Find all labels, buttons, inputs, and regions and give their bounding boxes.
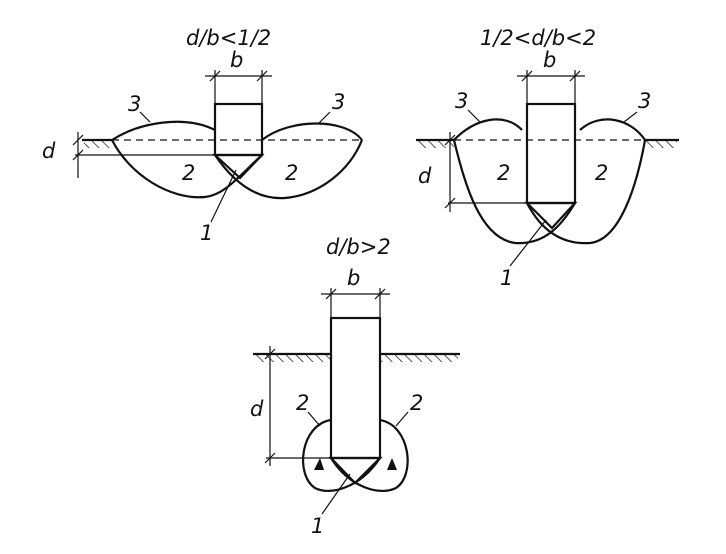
panel-shallow-condition: d/b<1/2: [186, 26, 271, 50]
panel-medium-depth-dimension: d: [418, 132, 456, 212]
panel-deep-ground-hatch-right: [380, 354, 458, 362]
panel-deep-zone1-label: 1: [311, 514, 324, 538]
panel-shallow-heave-right: [261, 122, 363, 141]
panel-deep-foundation: [329, 316, 382, 460]
panel-shallow-zone3-right-label: 3: [332, 90, 345, 114]
panel-shallow-zone2-right-label: 2: [285, 161, 298, 185]
panel-deep-zone2-right-label: 2: [410, 391, 423, 415]
panel-shallow-depth-label: d: [42, 139, 56, 163]
panel-medium-zone3-left-label: 3: [455, 89, 468, 113]
panel-medium-heave-left: [453, 118, 523, 141]
panel-shallow-zone3-left-label: 3: [128, 92, 141, 116]
panel-shallow-slip-left: [111, 139, 263, 199]
panel-deep-zone2-left-label: 2: [296, 391, 309, 415]
panel-medium-zone2-right-label: 2: [595, 161, 608, 185]
panel-deep-arrow-left: [314, 458, 324, 470]
panel-deep-depth-dimension: d: [250, 346, 276, 466]
panel-medium-zone1-label: 1: [500, 266, 513, 290]
panel-medium-zone2-left-label: 2: [497, 161, 510, 185]
panel-deep-width-label: b: [347, 266, 360, 290]
panel-shallow-zone1-label: 1: [200, 221, 213, 245]
panel-deep-width-dimension: b: [321, 266, 390, 318]
panel-shallow-width-label: b: [230, 48, 243, 72]
panel-shallow-width-dimension: b: [205, 48, 272, 104]
panel-shallow-foundation: [213, 102, 264, 157]
panel-deep-depth-label: d: [250, 397, 264, 421]
panel-shallow-wedge: [212, 153, 265, 180]
panel-deep-condition: d/b>2: [326, 235, 391, 259]
panel-deep-slip-right: [330, 418, 409, 492]
panel-medium-depth-label: d: [418, 164, 432, 188]
panel-shallow-heave-left: [111, 120, 216, 141]
panel-medium-slip-left: [452, 139, 576, 245]
panel-medium-zone3-right-label: 3: [638, 89, 651, 113]
panel-medium: 1/2<d/b<2 b d: [416, 26, 679, 290]
panel-medium-slip-right: [526, 139, 647, 245]
panel-shallow-zone2-left-label: 2: [182, 161, 195, 185]
panel-deep-arrow-right: [387, 458, 397, 470]
panel-medium-ground-hatch-right: [645, 140, 677, 148]
panel-medium-heave-right: [579, 118, 646, 141]
panel-deep-wedge: [328, 456, 383, 485]
panel-medium-wedge: [524, 201, 578, 230]
panel-medium-ground-hatch-left: [418, 140, 454, 148]
panel-deep-ground-hatch-left: [255, 354, 331, 362]
panel-deep-slip-left: [302, 418, 381, 492]
panel-shallow-ground-hatch: [84, 140, 112, 148]
panel-medium-width-dimension: b: [517, 48, 585, 104]
panel-deep: d/b>2 b d: [250, 235, 460, 538]
panel-shallow: d/b<1/2 b d: [42, 26, 364, 245]
panel-shallow-depth-dimension: d: [42, 132, 84, 178]
panel-medium-condition: 1/2<d/b<2: [480, 26, 596, 50]
panel-medium-foundation: [525, 102, 577, 205]
panel-medium-width-label: b: [543, 48, 556, 72]
